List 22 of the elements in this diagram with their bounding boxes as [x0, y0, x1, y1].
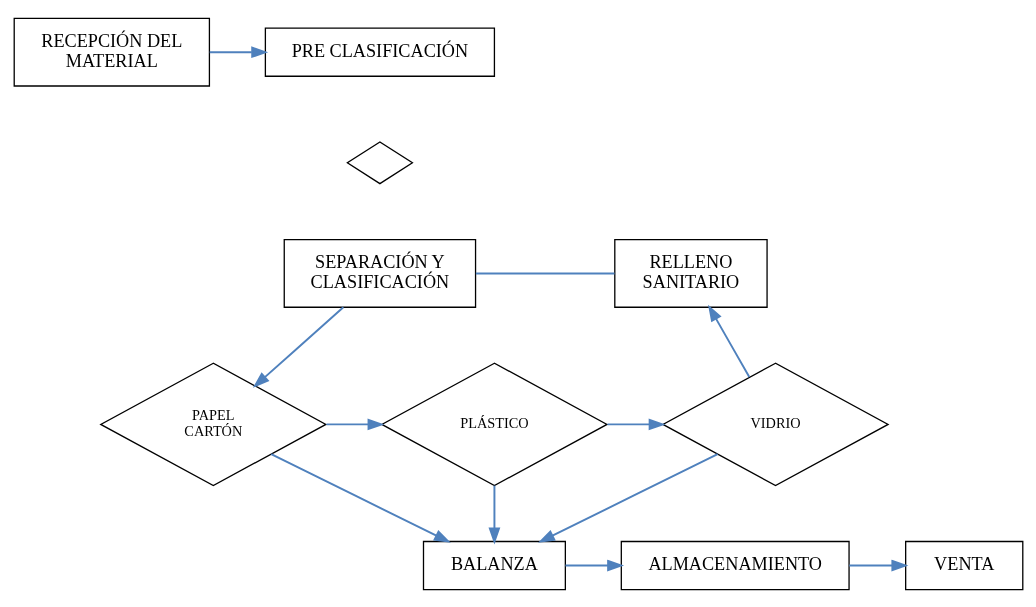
node-box: PRE CLASIFICACIÓN	[264, 26, 495, 77]
node-diamond: PLÁSTICO	[380, 361, 608, 486]
arrow	[537, 452, 719, 543]
arrow	[269, 452, 451, 543]
arrow	[488, 484, 500, 544]
node-box: RECEPCIÓN DEL MATERIAL	[13, 17, 210, 87]
node-box: BALANZA	[422, 540, 566, 590]
arrow	[707, 304, 750, 378]
arrow	[208, 45, 268, 58]
arrow	[606, 417, 666, 430]
node-box: RELLENO SANITARIO	[613, 238, 768, 308]
arrow	[847, 559, 908, 571]
node-box: ALMACENAMIENTO	[620, 540, 850, 590]
connector	[474, 271, 615, 274]
node-diamond	[345, 140, 414, 184]
node-diamond: VIDRIO	[661, 361, 889, 486]
arrow	[563, 559, 624, 571]
node-box: SEPARACIÓN Y CLASIFICACIÓN	[283, 238, 476, 308]
node-diamond: PAPEL CARTÓN	[98, 361, 327, 486]
arrow	[324, 417, 384, 430]
arrow	[252, 305, 344, 388]
node-box: VENTA	[904, 540, 1023, 590]
